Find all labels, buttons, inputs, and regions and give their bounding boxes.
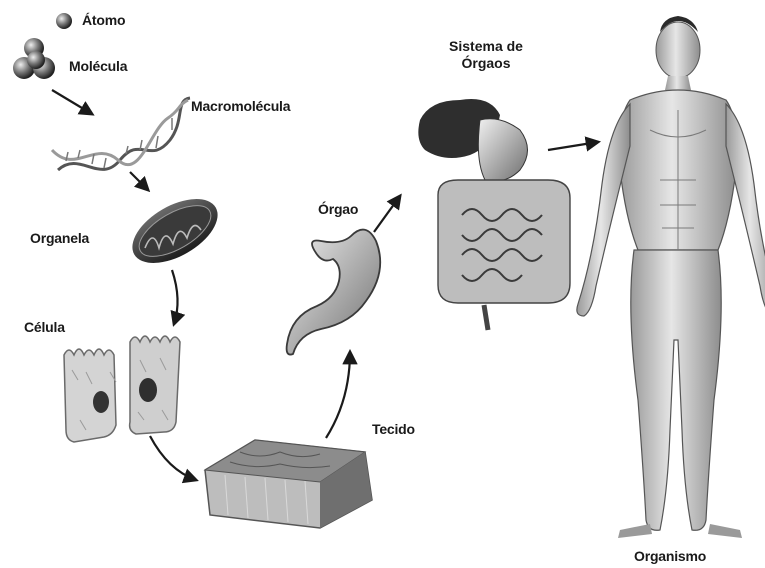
cells-illustration xyxy=(64,336,180,442)
tissue-illustration xyxy=(205,440,372,528)
label-organela: Organela xyxy=(30,230,89,246)
label-celula: Célula xyxy=(24,319,65,335)
label-organismo: Organismo xyxy=(634,548,706,564)
arrow-cell-to-tissue xyxy=(150,436,196,480)
label-sistema-line1: Sistema de xyxy=(436,38,536,55)
arrow-tissue-to-organ xyxy=(326,352,350,438)
label-sistema-de-orgaos: Sistema de Órgaos xyxy=(436,38,536,72)
dna-helix-illustration xyxy=(52,98,190,170)
stomach-illustration xyxy=(287,230,381,355)
label-tecido: Tecido xyxy=(372,421,415,437)
human-organism-illustration xyxy=(577,16,765,538)
mitochondrion-illustration xyxy=(122,186,228,276)
arrow-molecule-to-macromolecule xyxy=(52,90,92,114)
arrow-system-to-organism xyxy=(548,142,598,150)
label-atomo: Átomo xyxy=(82,12,125,28)
label-orgao: Órgao xyxy=(318,201,358,217)
label-sistema-line2: Órgaos xyxy=(436,55,536,72)
digestive-system-illustration xyxy=(418,99,570,330)
molecule-illustration xyxy=(13,38,55,79)
arrow-organ-to-system xyxy=(374,196,400,232)
arrow-macromolecule-to-organelle xyxy=(130,172,148,190)
atom-illustration xyxy=(56,13,72,29)
label-molecula: Molécula xyxy=(69,58,127,74)
arrow-organelle-to-cell xyxy=(172,270,178,324)
label-macromolecula: Macromolécula xyxy=(191,98,290,114)
